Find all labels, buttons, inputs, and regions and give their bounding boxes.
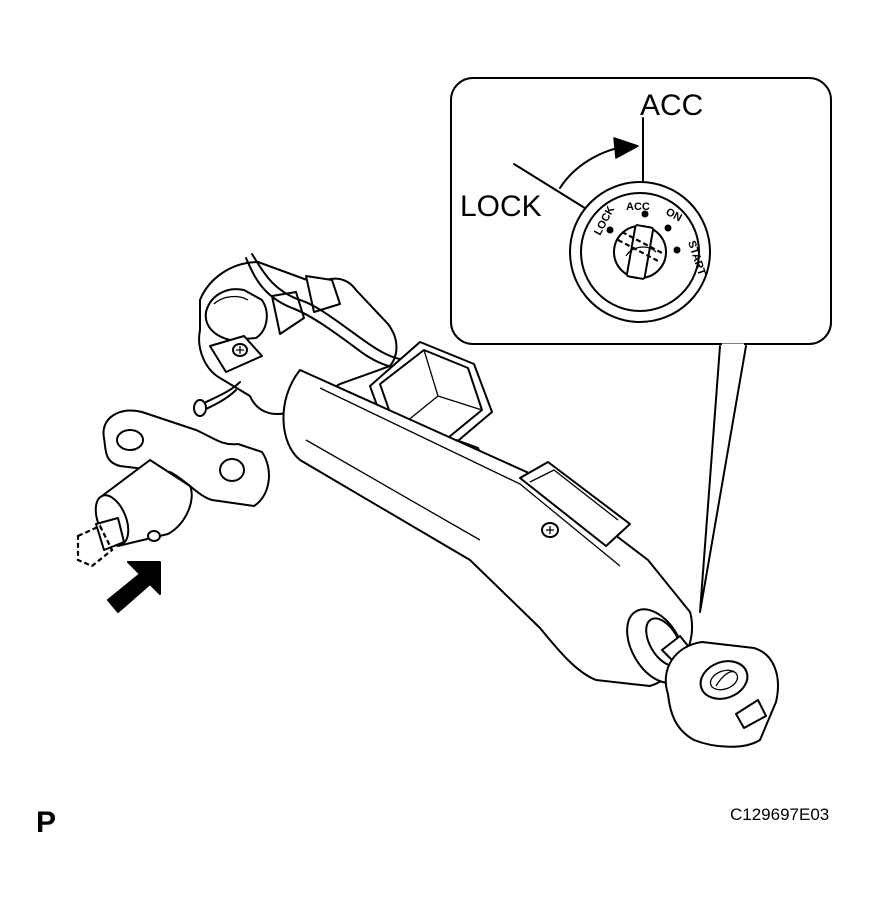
direction-arrow bbox=[107, 561, 161, 613]
wire-harness bbox=[193, 253, 409, 417]
lock-leader-line bbox=[513, 163, 589, 211]
page-letter: P bbox=[36, 806, 56, 839]
ignition-key bbox=[664, 641, 779, 748]
main-tube bbox=[282, 369, 694, 687]
acc-label: ACC bbox=[640, 89, 703, 122]
dial-label-acc: ACC bbox=[626, 201, 650, 213]
callout-pointer bbox=[699, 345, 747, 613]
left-mounting-bracket bbox=[102, 409, 270, 507]
figure-code: C129697E03 bbox=[730, 805, 829, 824]
lock-label: LOCK bbox=[460, 190, 542, 223]
callout-inset: LOCK ACC ON START ACC LOCK bbox=[450, 77, 832, 613]
dashed-lock-bar bbox=[76, 524, 114, 568]
steering-column-lock-assembly bbox=[76, 253, 779, 748]
key-dial: LOCK ACC ON START bbox=[569, 181, 711, 323]
rotation-arrowhead bbox=[613, 137, 639, 159]
center-housing bbox=[198, 261, 398, 415]
left-cylinder-end bbox=[76, 459, 193, 568]
